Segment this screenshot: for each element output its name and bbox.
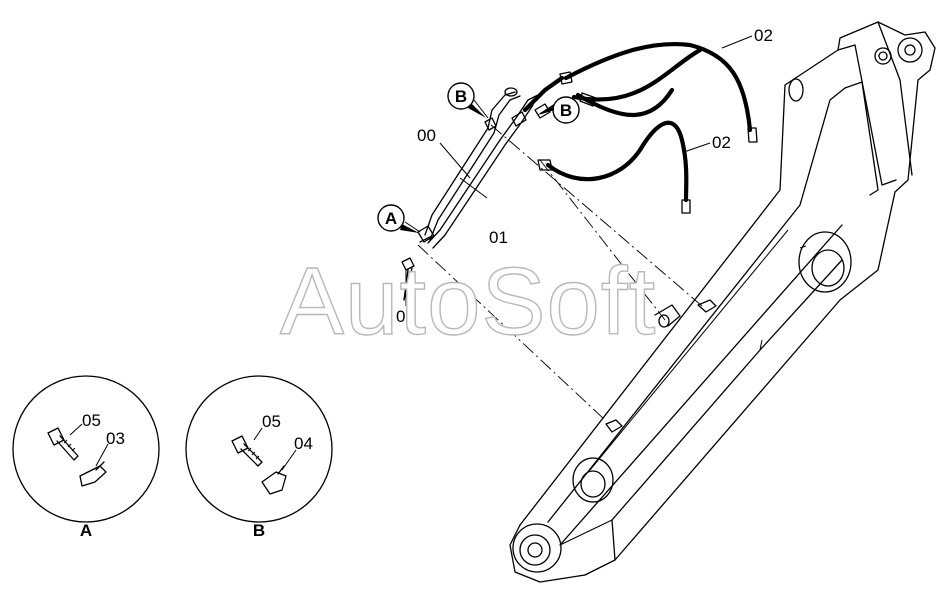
foot-pin-boss bbox=[512, 523, 562, 573]
watermark: AutoSoft bbox=[280, 248, 656, 355]
clamp-boss-upper bbox=[697, 299, 717, 313]
detail-b: 05 04 B bbox=[185, 375, 333, 540]
clamp-boss-lower bbox=[605, 419, 623, 433]
bolt-icon bbox=[47, 427, 79, 461]
callout-b-top-letter: B bbox=[455, 87, 467, 106]
cylinder-pin-boss bbox=[798, 231, 852, 293]
label-03: 03 bbox=[106, 429, 125, 448]
pipe-clamp-a bbox=[417, 225, 435, 243]
label-02-top: 02 bbox=[754, 26, 773, 45]
callout-b-top: B bbox=[447, 82, 486, 118]
hose-02-lower bbox=[537, 120, 691, 214]
label-07: 07 bbox=[396, 307, 415, 326]
label-05-b: 05 bbox=[262, 412, 281, 431]
callout-a-left: A bbox=[377, 204, 419, 233]
boom-arm bbox=[509, 21, 936, 583]
hose-02-upper bbox=[559, 42, 758, 143]
bolt-icon bbox=[231, 435, 263, 467]
pipe-end-on-boom bbox=[654, 304, 681, 328]
detail-a: 05 03 A bbox=[12, 375, 160, 540]
label-02-mid: 02 bbox=[712, 133, 731, 152]
pipe-00 bbox=[424, 91, 521, 241]
callout-b-right-letter: B bbox=[560, 101, 572, 120]
label-00: 00 bbox=[417, 126, 436, 145]
label-01: 01 bbox=[489, 228, 508, 247]
mid-pin-boss bbox=[572, 457, 614, 503]
pipe-01 bbox=[427, 94, 539, 249]
top-pin-boss-small bbox=[874, 47, 892, 65]
detail-b-caption: B bbox=[253, 521, 265, 540]
assembly-guide-lines bbox=[417, 124, 703, 421]
label-04: 04 bbox=[294, 434, 313, 453]
detail-a-caption: A bbox=[80, 521, 92, 540]
pipe-fitting-top bbox=[484, 87, 527, 131]
side-hole bbox=[788, 78, 804, 102]
callout-a-left-letter: A bbox=[385, 209, 397, 228]
hose-entry bbox=[522, 75, 565, 119]
clamp-icon bbox=[261, 465, 287, 495]
label-05-a: 05 bbox=[82, 411, 101, 430]
clamp-icon bbox=[79, 461, 107, 487]
callout-b-right: B bbox=[537, 96, 580, 124]
top-pin-boss-large bbox=[897, 37, 923, 63]
